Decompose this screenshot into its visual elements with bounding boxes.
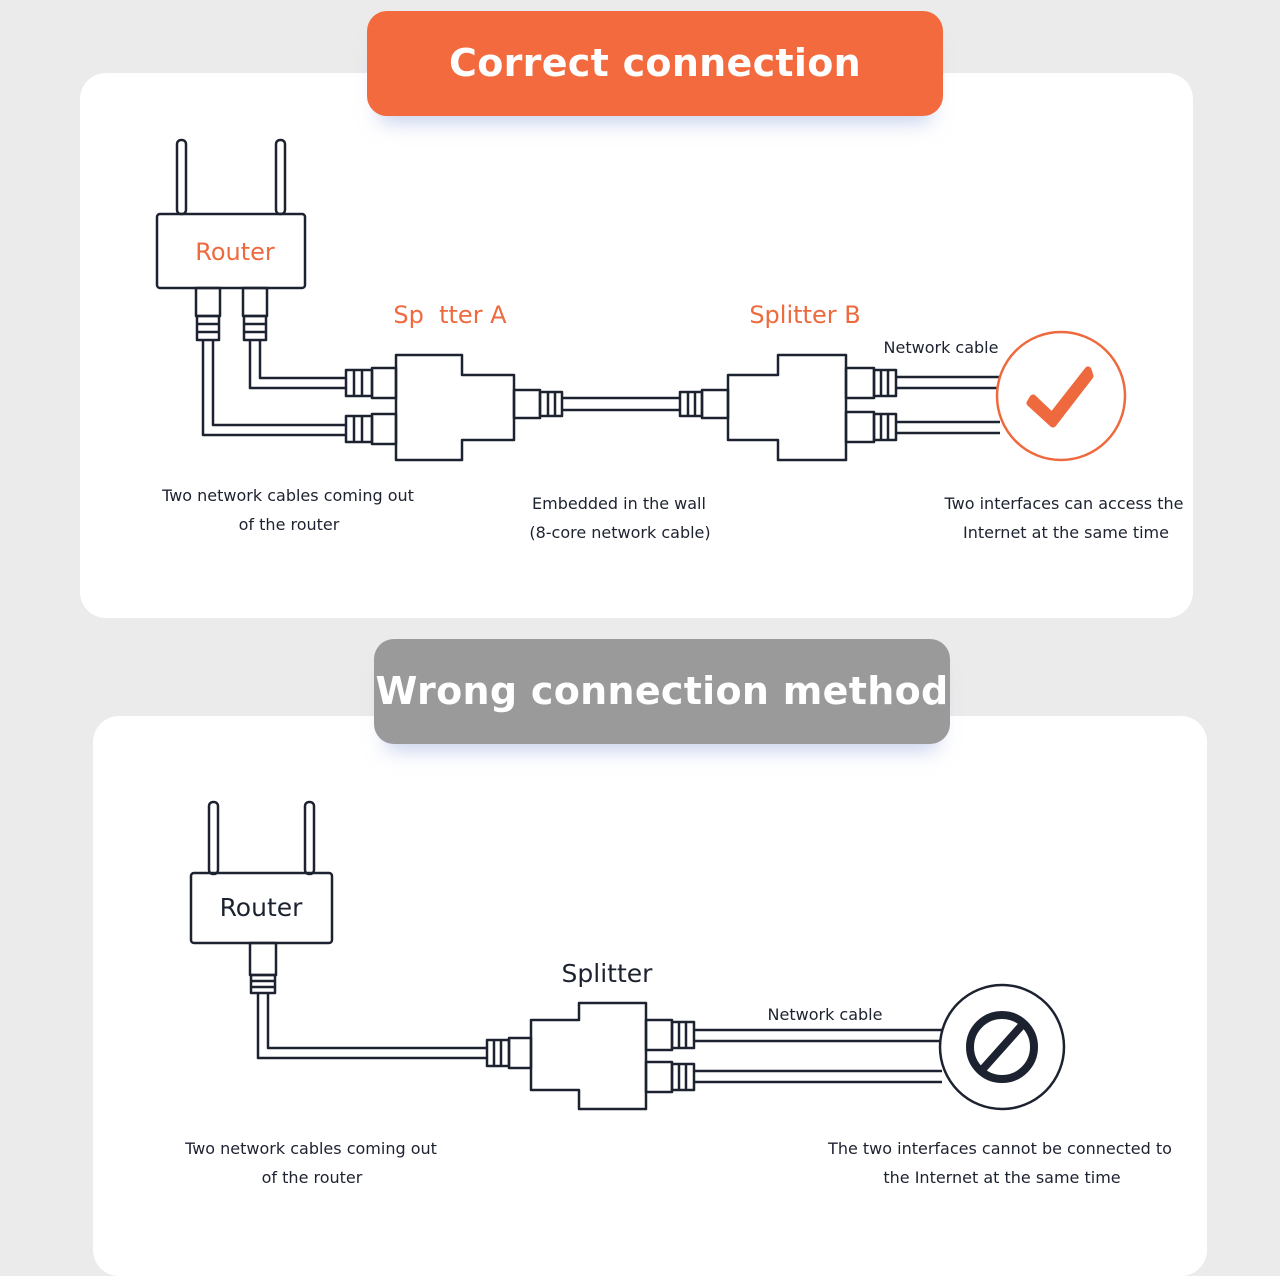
splitter-b-body — [726, 353, 848, 462]
splitter-b-input — [678, 388, 730, 420]
splitter-a-label: Sp tter A — [393, 301, 507, 329]
splitter-a-body — [394, 353, 516, 462]
result-caption-bottom-line2: the Internet at the same time — [883, 1168, 1120, 1187]
splitter-outputs — [644, 1018, 696, 1094]
wrong-method-banner: Wrong connection method — [374, 639, 950, 744]
splitter-body — [529, 1001, 648, 1111]
wall-caption-line2: (8-core network cable) — [529, 523, 710, 542]
splitter-a-output — [512, 388, 564, 420]
router-caption-top-line1: Two network cables coming out — [161, 486, 414, 505]
prohibited-icon — [938, 983, 1066, 1111]
network-cable-label-bottom: Network cable — [768, 1005, 883, 1024]
router-bottom — [189, 800, 334, 995]
splitter-label: Splitter — [562, 959, 654, 988]
output-cables-top — [896, 375, 1000, 435]
result-caption-top-line2: Internet at the same time — [963, 523, 1169, 542]
result-caption-top-line1: Two interfaces can access the — [944, 494, 1184, 513]
network-cable-label-top: Network cable — [884, 338, 999, 357]
router-cables-top — [201, 340, 347, 437]
wall-caption-line1: Embedded in the wall — [532, 494, 706, 513]
checkmark-icon — [995, 330, 1127, 462]
router-label-bottom: Router — [220, 893, 304, 922]
result-caption-bottom-line1: The two interfaces cannot be connected t… — [827, 1139, 1172, 1158]
correct-method-panel — [80, 73, 1193, 618]
router-top — [155, 138, 307, 342]
splitter-input — [485, 1036, 533, 1070]
splitter-b-outputs — [844, 366, 898, 444]
splitter-a-plugs — [344, 366, 398, 446]
output-cables-bottom — [694, 1028, 942, 1084]
correct-method-banner: Correct connection method — [367, 11, 943, 190]
router-caption-bottom-line1: Two network cables coming out — [184, 1139, 437, 1158]
wall-cable — [562, 396, 680, 412]
router-cable-bottom — [256, 993, 487, 1060]
router-caption-bottom-line2: of the router — [262, 1168, 363, 1187]
router-label-top: Router — [195, 238, 275, 266]
splitter-b-label: Splitter B — [749, 301, 860, 329]
router-caption-top-line2: of the router — [239, 515, 340, 534]
